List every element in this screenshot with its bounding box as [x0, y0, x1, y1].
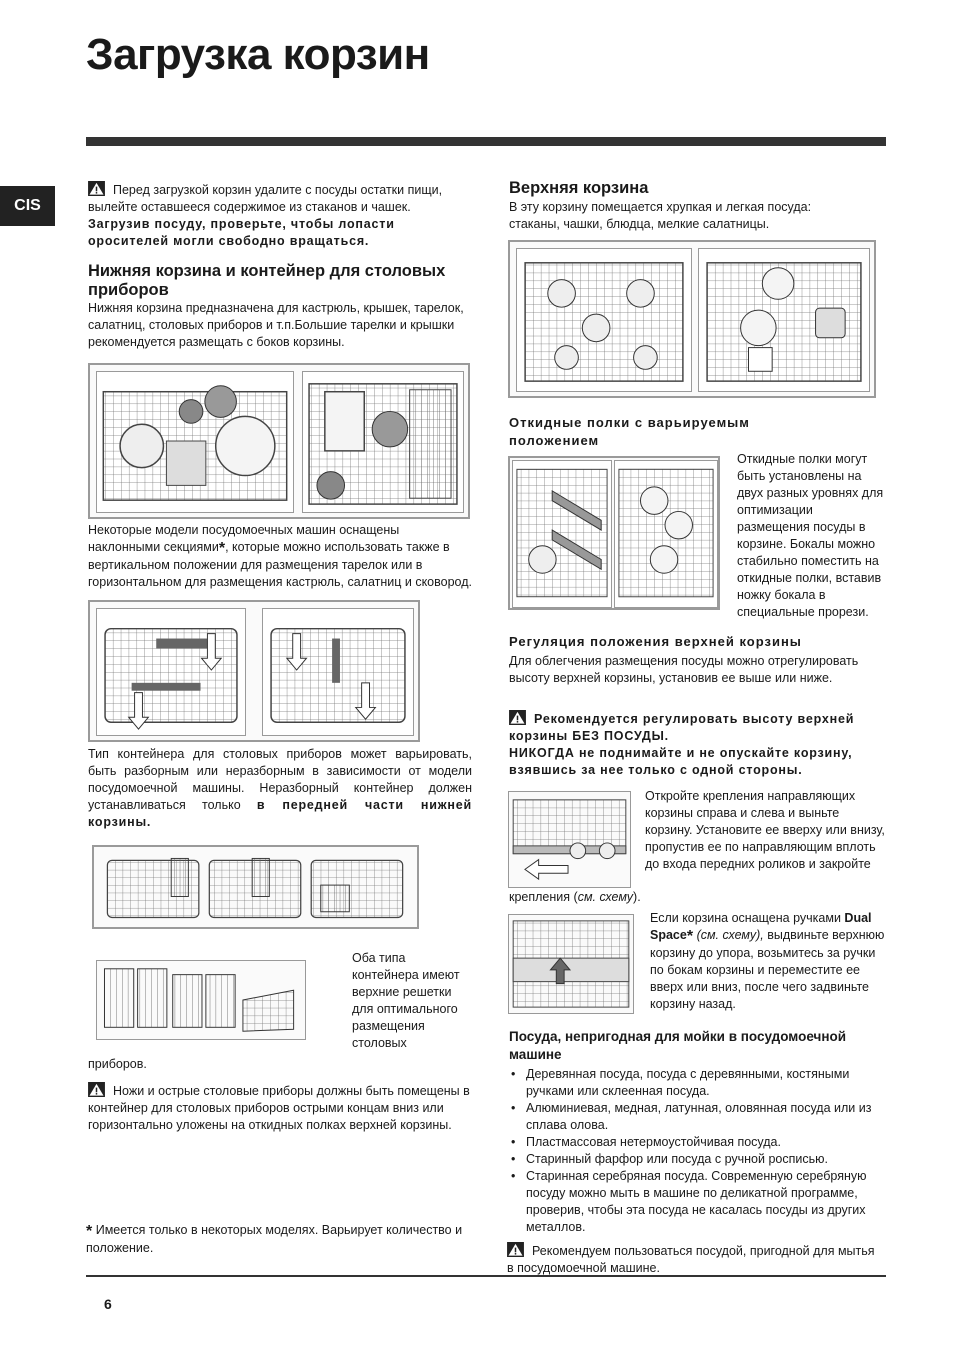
footer-rule [86, 1275, 886, 1277]
tilt-sections-figure [88, 600, 420, 742]
adjust-heading: Регуляция положения верхней корзины [509, 634, 802, 649]
rails-figure [508, 791, 631, 888]
tilt-sections-text: Некоторые модели посудомоечных машин осн… [88, 523, 472, 589]
cutlery-text: Тип контейнера для столовых приборов мож… [88, 747, 472, 829]
shelves-illustration-right [614, 460, 718, 608]
page-title: Загрузка корзин [86, 30, 430, 79]
warning-block-1: Перед загрузкой корзин удалите с посуды … [88, 181, 468, 250]
warning-bold-text: Загрузив посуду, проверьте, чтобы лопаст… [88, 217, 395, 248]
list-item: Старинный фарфор или посуда с ручной рос… [509, 1151, 885, 1168]
tilt-illustration-left [96, 608, 246, 736]
rails-text: Откройте крепления направляющих корзины … [645, 789, 885, 871]
upper-basket-illustration-right [698, 248, 870, 392]
unsuitable-list: Деревянная посуда, посуда с деревянными,… [509, 1066, 885, 1236]
dual-space-figure [508, 914, 634, 1014]
shelves-figure [508, 456, 720, 610]
footnote: * Имеется только в некоторых моделях. Ва… [86, 1223, 463, 1255]
lower-basket-figure [88, 363, 470, 519]
warning-icon [507, 1242, 524, 1257]
tilt-illustration-right [262, 608, 414, 736]
shelves-illustration-left [512, 460, 612, 608]
shelves-heading: Откидные полки с варьируемым положением [509, 415, 750, 448]
cutlery-container-figure [96, 960, 306, 1040]
cutlery-basket-figure [92, 845, 419, 929]
upper-basket-figure [508, 240, 876, 398]
rails-text-end: крепления (см. схему). [509, 890, 641, 904]
warning-icon [88, 1082, 105, 1097]
adjust-text: Для облегчения размещения посуды можно о… [509, 654, 859, 685]
warning-block-3: Рекомендуется регулировать высоту верхне… [509, 710, 855, 777]
list-item: Деревянная посуда, посуда с деревянными,… [509, 1066, 885, 1100]
dual-space-text: Если корзина оснащена ручками Dual Space… [650, 911, 885, 1011]
lower-basket-text: Нижняя корзина предназначена для кастрюл… [88, 301, 464, 349]
both-types-text-end: приборов. [88, 1057, 147, 1071]
lower-basket-heading: Нижняя корзина и контейнер для столовых … [88, 262, 446, 299]
page-number: 6 [104, 1296, 112, 1312]
list-item: Пластмассовая нетермоустойчивая посуда. [509, 1134, 885, 1151]
warning-text: Перед загрузкой корзин удалите с посуды … [88, 183, 443, 214]
upper-basket-illustration-left [516, 248, 692, 392]
warning-icon [509, 710, 526, 725]
warning-block-2: Ножи и острые столовые приборы должны бы… [88, 1082, 470, 1132]
both-types-text: Оба типа контейнера имеют верхние решетк… [352, 951, 460, 1050]
shelves-text: Откидные полки могут быть установлены на… [737, 452, 884, 619]
lower-basket-illustration-left [96, 371, 294, 513]
language-tab: CIS [0, 186, 55, 226]
lower-basket-illustration-right [302, 371, 464, 513]
title-rule [86, 137, 886, 146]
list-item: Алюминиевая, медная, латунная, оловянная… [509, 1100, 885, 1134]
warning-block-4: Рекомендуем пользоваться посудой, пригод… [507, 1242, 875, 1275]
upper-basket-text: В эту корзину помещается хрупкая и легка… [509, 200, 812, 231]
warning-icon [88, 181, 105, 196]
upper-basket-heading: Верхняя корзина [509, 179, 649, 197]
list-item: Старинная серебряная посуда. Современную… [509, 1168, 885, 1236]
unsuitable-heading: Посуда, непригодная для мойки в посудомо… [509, 1029, 847, 1062]
